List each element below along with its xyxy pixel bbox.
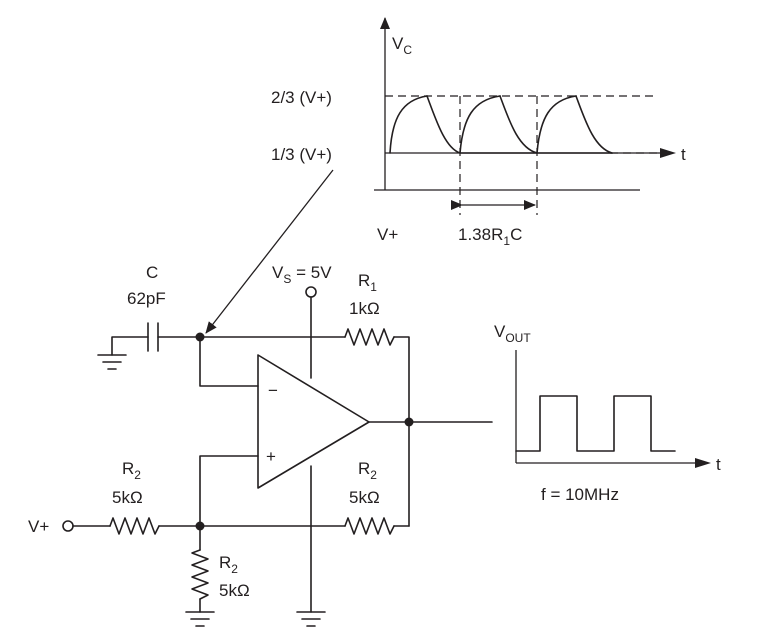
capacitor-value: 62pF [127,289,166,308]
r1-value: 1kΩ [349,299,380,318]
node-pointer-arrow [205,169,334,334]
opamp-minus: − [268,381,278,400]
noninverting-input-wire [199,455,259,527]
vout-time-label: t [716,455,721,474]
square-wave [515,395,676,452]
r2-right-name: R2 [358,459,377,482]
r2-bottom-resistor [191,549,209,600]
vc-time-label: t [681,145,686,164]
vplus-timing-label: V+ [377,225,398,244]
vc-time-arrow [660,148,676,158]
r2-right-value: 5kΩ [349,488,380,507]
period-label: 1.38R1C [458,225,522,248]
inverting-input-wire [199,336,259,387]
input-terminal[interactable] [62,520,74,532]
vc-discharge-2 [499,95,538,154]
r1-name: R1 [358,271,377,294]
capacitor-name: C [146,263,158,282]
vc-charge-2 [459,95,501,154]
opamp-plus: + [266,447,276,466]
r2-bottom-name: R2 [219,553,238,576]
r2-right-resistor [344,517,395,535]
r2-left-name: R2 [122,459,141,482]
vout-axis-label: VOUT [494,322,531,345]
supply-label: VS = 5V [272,263,332,286]
vc-initial-charge [389,95,428,154]
level-low-label: 1/3 (V+) [271,145,332,164]
opamp-symbol [257,354,370,489]
vc-axis-label: VC [392,34,412,57]
level-high-label: 2/3 (V+) [271,88,332,107]
output-waveform: VOUT t f = 10MHz [494,322,721,504]
frequency-label: f = 10MHz [541,485,619,504]
input-label: V+ [28,517,49,536]
vout-time-arrow [695,458,711,468]
vc-discharge-1 [426,95,461,154]
r1-resistor [344,328,395,346]
oscillator-circuit: C 62pF R1 1kΩ VS = 5V − + R2 [28,263,493,627]
vc-discharge-3 [575,95,613,154]
r2-left-resistor [109,517,160,535]
capacitor-voltage-waveform: VC 2/3 (V+) 1/3 (V+) t V+ 1.38R1C [271,17,686,248]
r2-left-value: 5kΩ [112,488,143,507]
r2-bottom-value: 5kΩ [219,581,250,600]
cap-ground-wire [111,336,149,356]
vc-charge-3 [536,95,577,154]
supply-terminal [305,286,317,298]
